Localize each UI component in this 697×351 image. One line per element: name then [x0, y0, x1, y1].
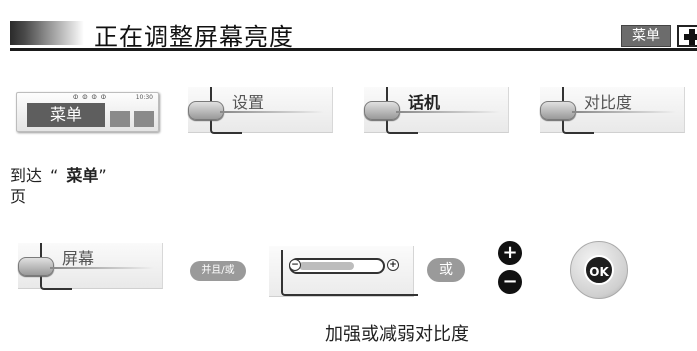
header-divider	[10, 48, 697, 51]
soft-key[interactable]	[540, 101, 576, 120]
soft-key[interactable]	[188, 101, 224, 120]
panel-line	[572, 111, 676, 113]
minus-icon[interactable]: −	[289, 259, 301, 271]
screen-key-panel[interactable]: 屏幕	[18, 243, 163, 290]
plus-icon[interactable]	[677, 25, 697, 47]
panel-line	[50, 267, 154, 269]
caption: 加强或减弱对比度	[325, 324, 469, 345]
phone-key-panel[interactable]: 话机	[364, 87, 509, 134]
menu-tab[interactable]: 菜单	[27, 103, 105, 127]
clock-label: 10:30	[135, 94, 153, 101]
instruction-target: 菜单	[66, 166, 99, 185]
page-title: 正在调整屏幕亮度	[94, 23, 294, 51]
contrast-label: 对比度	[584, 93, 633, 112]
tab-placeholder-3[interactable]	[134, 111, 154, 127]
instruction-suffix: 页	[10, 187, 27, 206]
slider-frame	[281, 250, 418, 296]
phone-label: 话机	[408, 93, 441, 112]
contrast-key-panel[interactable]: 对比度	[540, 87, 685, 134]
and-or-badge: 并且/或	[190, 261, 246, 281]
soft-key[interactable]	[364, 101, 400, 120]
instruction-text: 到达 “ 菜单”	[10, 162, 107, 186]
screen-label: 屏幕	[62, 249, 95, 268]
tab-placeholder-2[interactable]	[110, 111, 130, 127]
instruction-prefix: 到达	[10, 166, 43, 185]
or-badge: 或	[427, 258, 465, 282]
menu-button[interactable]: 菜单	[621, 25, 671, 47]
navigation-pad[interactable]: OK	[570, 241, 628, 299]
ok-button[interactable]: OK	[584, 255, 614, 285]
plus-icon[interactable]: +	[387, 259, 399, 271]
status-icons: ⵀ ⵀ ⵀ ⵀ	[73, 94, 108, 101]
quote-close: ”	[98, 166, 107, 185]
decrease-button[interactable]: −	[498, 270, 522, 294]
settings-key-panel[interactable]: 设置	[188, 87, 333, 134]
contrast-slider-panel[interactable]: − +	[269, 246, 418, 297]
phone-screen: ⵀ ⵀ ⵀ ⵀ 10:30 菜单	[16, 92, 159, 132]
quote-open: “	[50, 166, 59, 185]
panel-line	[396, 111, 500, 113]
increase-button[interactable]: +	[498, 241, 522, 265]
soft-key[interactable]	[18, 257, 54, 276]
header-gradient-bar	[10, 21, 84, 45]
panel-line	[220, 111, 324, 113]
settings-label: 设置	[232, 93, 265, 112]
slider-fill	[299, 262, 354, 270]
